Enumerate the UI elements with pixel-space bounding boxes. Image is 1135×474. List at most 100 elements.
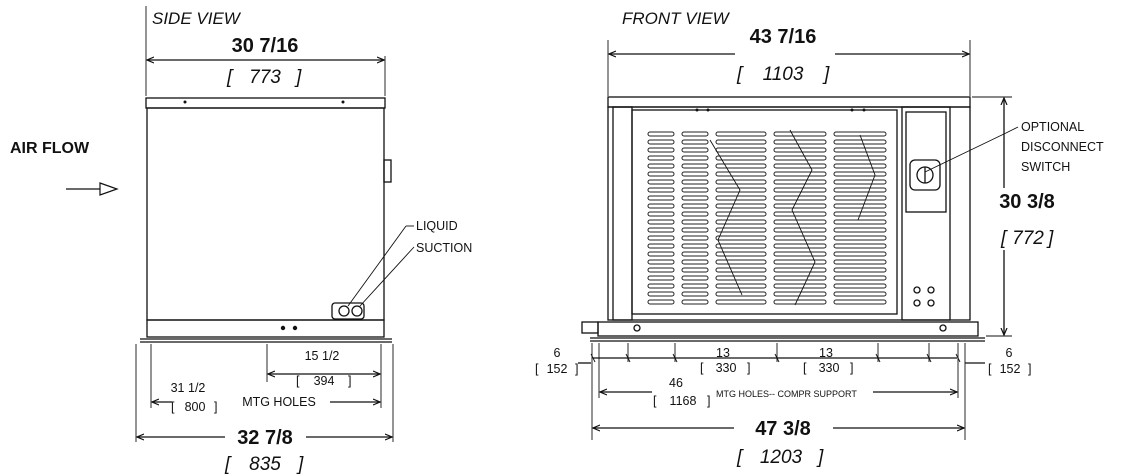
side-handle bbox=[383, 159, 392, 183]
knockout-hole bbox=[927, 299, 935, 307]
side-holes-in: 15 1/2 bbox=[305, 349, 340, 363]
front-left-post bbox=[612, 106, 633, 321]
front-control-panel-inner bbox=[905, 111, 947, 213]
front-mid1-bracket-close: ] bbox=[747, 361, 750, 375]
front-chain-tick bbox=[672, 353, 678, 363]
side-base-in: 32 7/8 bbox=[237, 427, 293, 449]
front-chain-tick bbox=[926, 353, 932, 363]
side-base-bracket-close: ] bbox=[296, 454, 304, 474]
front-cabinet-top-rail bbox=[607, 96, 971, 108]
disconnect-label: DISCONNECT bbox=[1021, 140, 1104, 154]
front-control-panel bbox=[901, 106, 951, 321]
switch-label: SWITCH bbox=[1021, 160, 1070, 174]
side-view: SIDE VIEW 30 7/16 773 [ ] LIQUID SUCTION… bbox=[10, 6, 472, 474]
front-right-mm: 152 bbox=[1000, 362, 1021, 376]
side-cabinet-top-rail bbox=[145, 97, 386, 109]
front-base-bracket-open: [ bbox=[736, 447, 744, 468]
side-top-width-in: 30 7/16 bbox=[232, 35, 299, 57]
front-view-title: FRONT VIEW bbox=[622, 9, 731, 28]
side-mtg-label: MTG HOLES bbox=[242, 395, 316, 409]
side-valve-block bbox=[331, 302, 365, 320]
front-cabinet-body bbox=[607, 106, 971, 321]
front-mid1-in: 13 bbox=[716, 346, 730, 360]
side-base-bracket-open: [ bbox=[224, 454, 232, 474]
disconnect-leader bbox=[924, 132, 1007, 173]
front-top-width-in: 43 7/16 bbox=[750, 26, 817, 48]
front-right-in: 6 bbox=[1006, 346, 1013, 360]
front-height-mm: 772 bbox=[1012, 228, 1044, 249]
front-fitting bbox=[581, 321, 599, 334]
front-support-bracket-close: ] bbox=[707, 394, 710, 408]
side-holes-bracket-open: [ bbox=[296, 374, 300, 388]
side-top-screw bbox=[183, 100, 187, 104]
air-flow-label: AIR FLOW bbox=[10, 140, 90, 157]
disconnect-leader bbox=[1005, 126, 1019, 134]
optional-label: OPTIONAL bbox=[1021, 120, 1084, 134]
side-valve-suction bbox=[351, 305, 363, 317]
side-top-bracket-open: [ bbox=[226, 67, 234, 88]
front-left-bracket-open: [ bbox=[535, 362, 539, 376]
front-right-bracket-open: [ bbox=[988, 362, 992, 376]
air-flow-arrow-head bbox=[99, 182, 119, 196]
front-chain-tick bbox=[625, 353, 631, 363]
front-support-mm: 1168 bbox=[670, 394, 697, 408]
front-mid2-bracket-open: [ bbox=[803, 361, 807, 375]
front-base-mm: 1203 bbox=[760, 447, 803, 468]
front-view: FRONT VIEW 43 7/16 1103 [ ] bbox=[535, 9, 1104, 468]
front-mount-hole bbox=[633, 324, 641, 332]
liquid-leader bbox=[347, 225, 407, 307]
front-support-bracket-open: [ bbox=[653, 394, 657, 408]
side-base-hole bbox=[280, 325, 286, 331]
front-grill-louvers bbox=[647, 129, 887, 306]
front-chain-tick bbox=[955, 353, 961, 363]
disconnect-switch bbox=[909, 159, 941, 191]
knockout-hole bbox=[913, 286, 921, 294]
front-mount-hole bbox=[939, 324, 947, 332]
front-chain-tick bbox=[875, 353, 881, 363]
front-mid2-mm: 330 bbox=[819, 361, 840, 375]
front-height-bracket-open: [ bbox=[1000, 228, 1008, 249]
front-chain-tick bbox=[774, 353, 780, 363]
front-top-width-mm: 1103 bbox=[763, 64, 804, 85]
side-holes-mm: 394 bbox=[314, 374, 335, 388]
front-top-bracket-open: [ bbox=[736, 64, 744, 85]
side-mtg-in: 31 1/2 bbox=[171, 381, 206, 395]
side-base-hole bbox=[292, 325, 298, 331]
front-height-in: 30 3/8 bbox=[999, 191, 1055, 213]
knockout-hole bbox=[927, 286, 935, 294]
front-left-bracket-close: ] bbox=[575, 362, 578, 376]
side-top-width-mm: 773 bbox=[249, 67, 281, 88]
front-left-mm: 152 bbox=[547, 362, 568, 376]
side-base-mm: 835 bbox=[249, 454, 281, 474]
side-holes-bracket-close: ] bbox=[348, 374, 351, 388]
suction-leader bbox=[359, 246, 415, 307]
side-mtg-bracket-close: ] bbox=[214, 400, 217, 414]
front-mid2-in: 13 bbox=[819, 346, 833, 360]
front-grill-frame bbox=[631, 109, 898, 315]
front-base-rail bbox=[597, 321, 979, 337]
front-mid1-bracket-open: [ bbox=[700, 361, 704, 375]
front-support-in: 46 bbox=[669, 376, 683, 390]
front-right-bracket-close: ] bbox=[1028, 362, 1031, 376]
side-view-title: SIDE VIEW bbox=[152, 9, 242, 28]
front-chain-tick bbox=[590, 353, 596, 363]
suction-label: SUCTION bbox=[416, 241, 472, 255]
side-cabinet-body bbox=[146, 107, 385, 321]
front-fan-coil-sketch bbox=[709, 129, 876, 306]
front-top-label-bg bbox=[735, 40, 835, 62]
side-mtg-mm: 800 bbox=[185, 400, 206, 414]
front-mid1-mm: 330 bbox=[716, 361, 737, 375]
front-height-bracket-close: ] bbox=[1046, 228, 1054, 249]
front-base-bracket-close: ] bbox=[816, 447, 824, 468]
liquid-label: LIQUID bbox=[416, 219, 458, 233]
side-top-screw bbox=[341, 100, 345, 104]
front-top-bracket-close: ] bbox=[822, 64, 830, 85]
side-cabinet-base bbox=[146, 319, 385, 338]
front-support-label: MTG HOLES-- COMPR SUPPORT bbox=[716, 389, 857, 399]
side-valve-liquid bbox=[338, 305, 350, 317]
height-label-bg bbox=[996, 188, 1062, 250]
front-mid2-bracket-close: ] bbox=[850, 361, 853, 375]
side-top-bracket-close: ] bbox=[294, 67, 302, 88]
front-base-in: 47 3/8 bbox=[755, 418, 811, 440]
